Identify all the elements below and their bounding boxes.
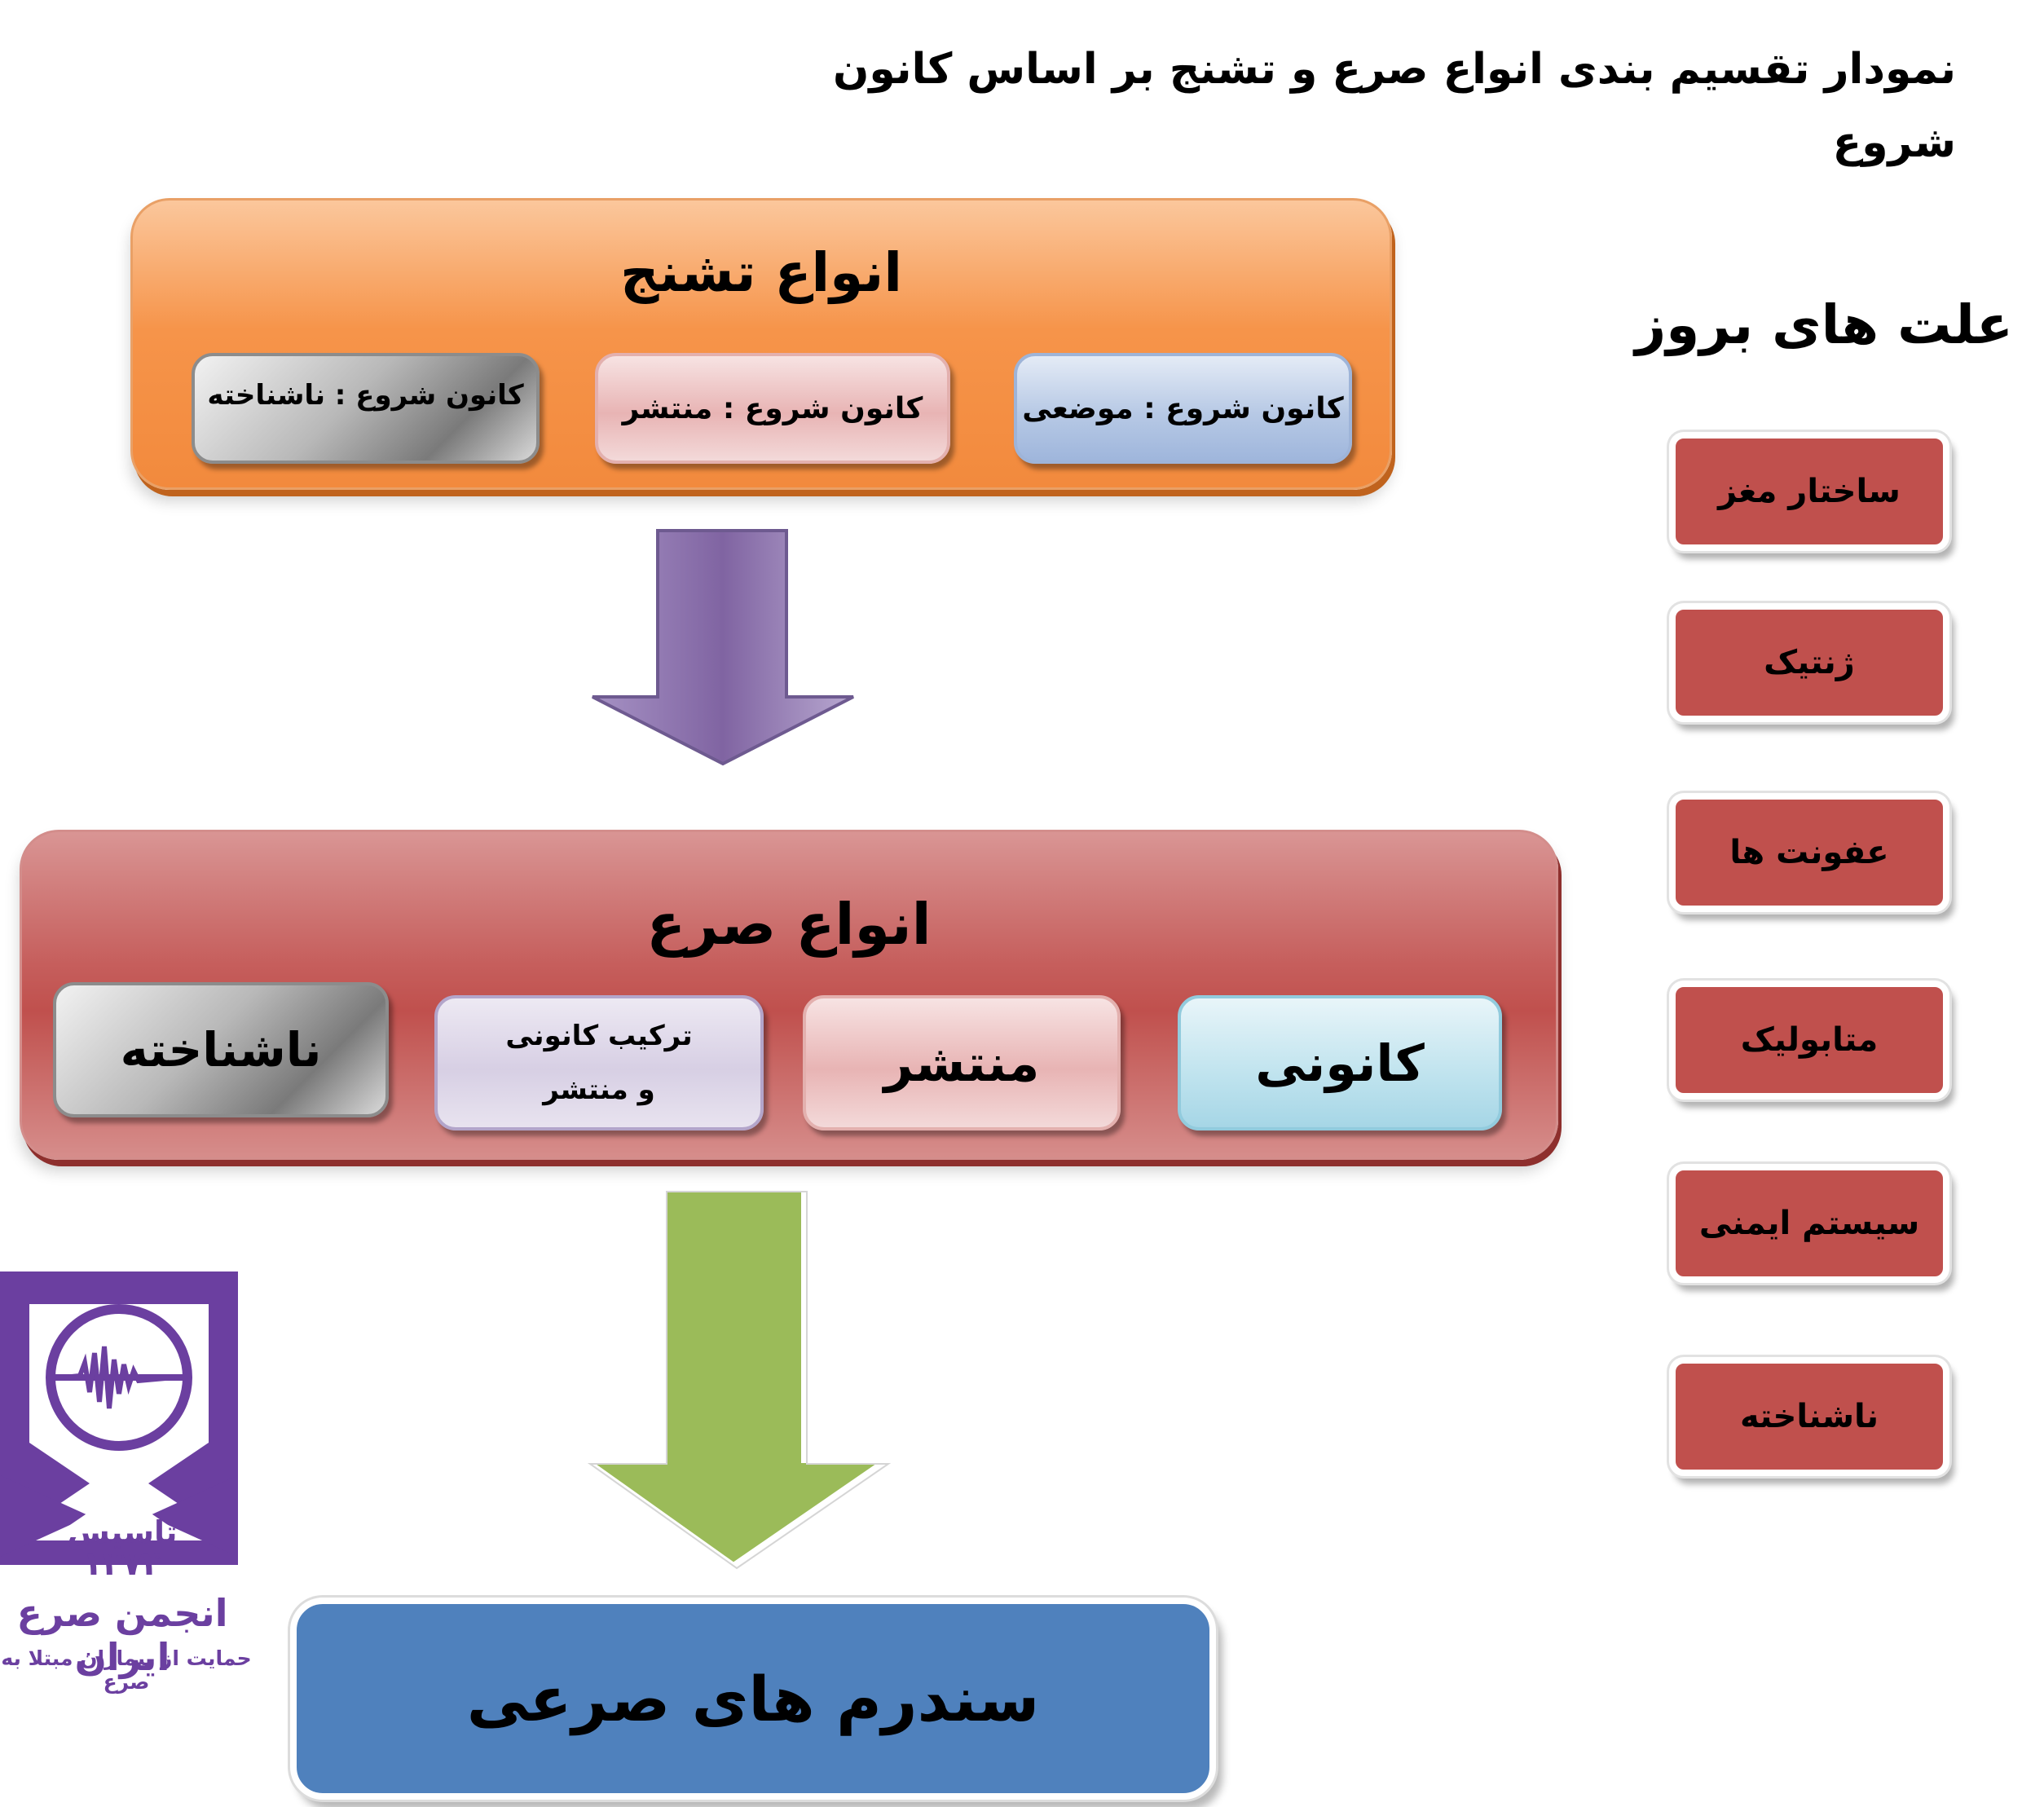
logo-founded-label: تاسیس [67, 1514, 178, 1550]
epilepsy-type-generalized: منتشر [803, 995, 1121, 1130]
cause-infectious: عفونت ها [1669, 793, 1949, 912]
epilepsy-types-panel: انواع صرع کانونی منتشر ترکیب کانونی و من… [20, 830, 1558, 1160]
epilepsy-types-title: انواع صرع [646, 891, 932, 958]
seizure-onset-generalized: کانون شروع : منتشر [595, 353, 950, 464]
seizure-onset-unknown: کانون شروع : ناشناخته [192, 353, 540, 464]
seizure-types-panel: انواع تشنج کانون شروع : موضعی کانون شروع… [130, 198, 1392, 490]
cause-genetic: ژنتیک [1669, 603, 1949, 722]
arrow-purple-down [592, 529, 854, 766]
epilepsy-type-combined: ترکیب کانونی و منتشر [434, 995, 764, 1130]
logo-emblem-icon [0, 1272, 238, 1565]
cause-immune: سیستم ایمنی [1669, 1164, 1949, 1283]
cause-metabolic: متابولیک [1669, 981, 1949, 1100]
logo-tagline: حمایت از بیماران مبتلا به صرع [1, 1646, 252, 1694]
seizure-types-title: انواع تشنج [620, 241, 902, 304]
epilepsy-type-unknown: ناشناخته [53, 982, 389, 1117]
causes-title: علت های بروز [1635, 293, 2013, 356]
epilepsy-syndromes-box: سندرم های صرعی [290, 1598, 1216, 1800]
epilepsy-type-focal: کانونی [1178, 995, 1502, 1130]
logo-founded-year: ۱۳۷۴ [82, 1545, 162, 1583]
seizure-onset-focal: کانون شروع : موضعی [1014, 353, 1352, 464]
arrow-green-down [579, 1186, 893, 1570]
cause-unknown: ناشناخته [1669, 1357, 1949, 1476]
logo-name: انجمن صرع ایران [16, 1591, 228, 1679]
cause-structural: ساختار مغز [1669, 432, 1949, 551]
iran-epilepsy-association-logo: تاسیس ۱۳۷۴ انجمن صرع ایران حمایت از بیما… [0, 1272, 261, 1695]
diagram-title: نمودار تقسیم بندی انواع صرع و تشنج بر اس… [833, 45, 1956, 167]
